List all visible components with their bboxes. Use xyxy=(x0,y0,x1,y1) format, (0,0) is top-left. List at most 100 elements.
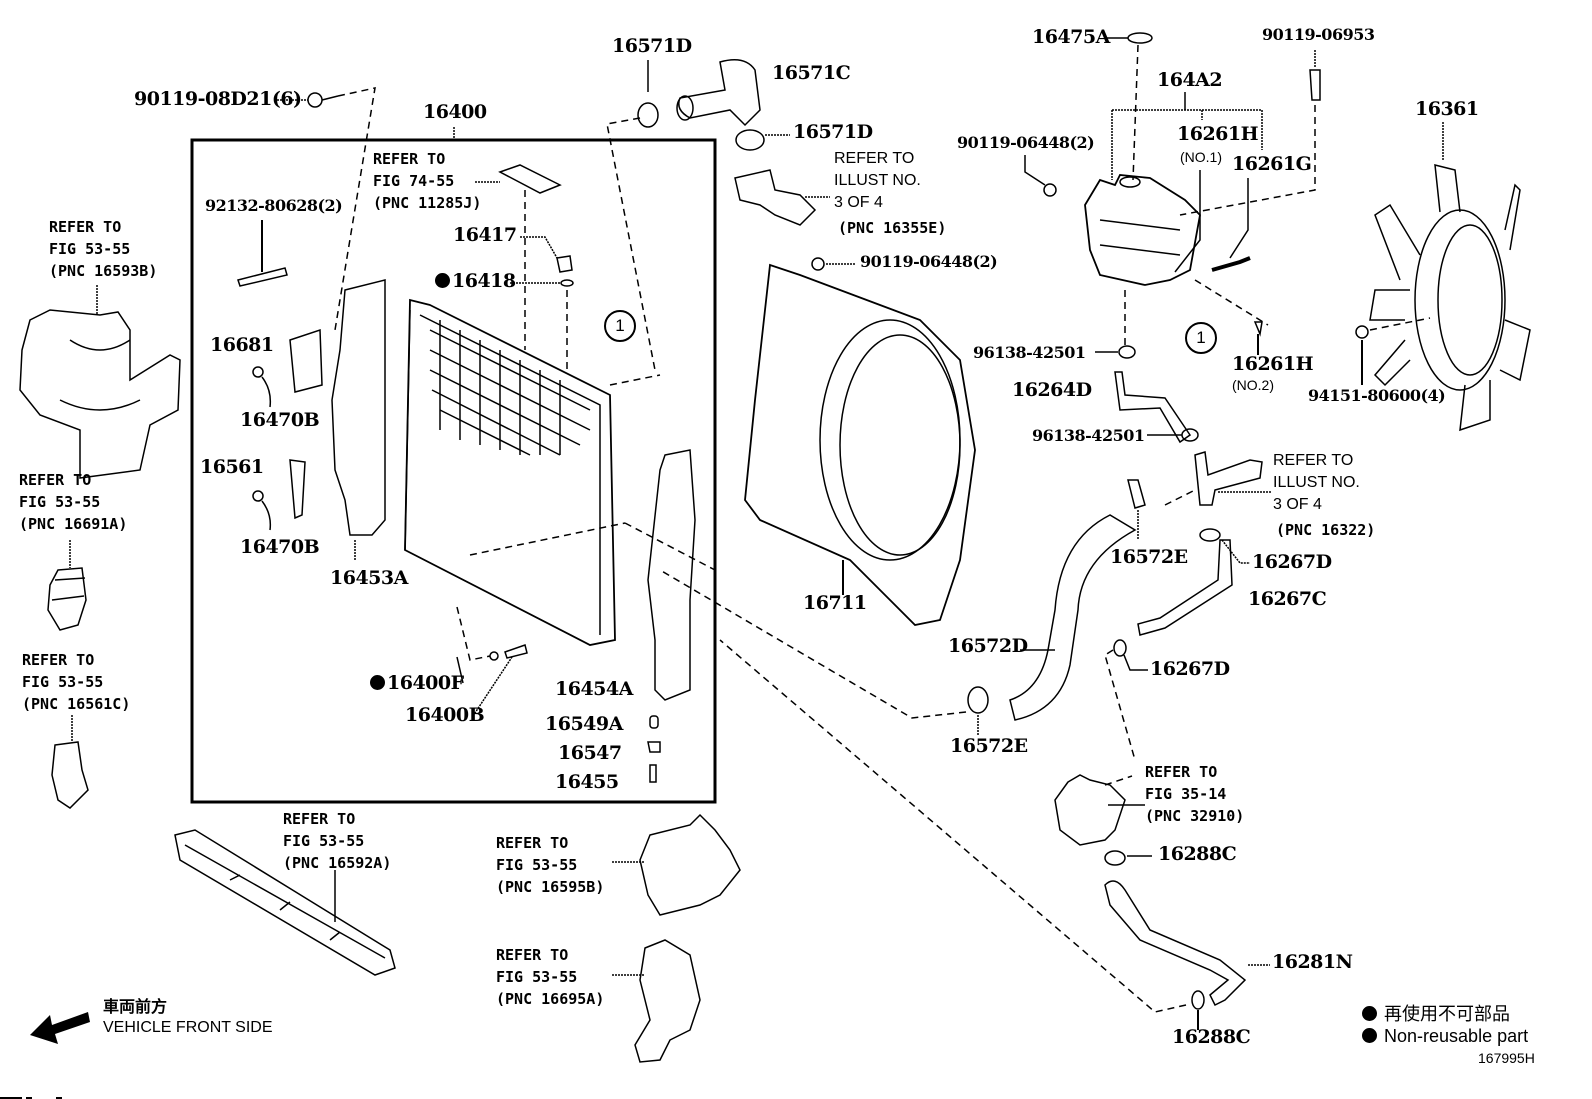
reference-callout-1-right: 1 xyxy=(1185,322,1217,354)
part-label-90119-06953[interactable]: 90119-06953 xyxy=(1262,25,1375,44)
part-label-16417[interactable]: 16417 xyxy=(453,224,517,246)
part-note-no2: (NO.2) xyxy=(1232,377,1274,393)
part-label-16455[interactable]: 16455 xyxy=(555,771,619,793)
vehicle-front-jp: 車両前方 xyxy=(103,999,168,1016)
part-label-16572e-upper[interactable]: 16572E xyxy=(1110,546,1188,568)
part-label-16547[interactable]: 16547 xyxy=(558,742,622,764)
reference-fig-53-55-16593b[interactable]: REFER TO FIG 53-55 (PNC 16593B) xyxy=(49,218,158,280)
reference-illust-3of4-16322[interactable]: REFER TO ILLUST NO. 3 OF 4 xyxy=(1273,452,1360,513)
clamp-16571d-b-shape xyxy=(735,129,790,151)
part-label-16711[interactable]: 16711 xyxy=(803,592,867,614)
part-label-16418-text: 16418 xyxy=(452,270,516,292)
part-label-16470b-upper[interactable]: 16470B xyxy=(240,409,320,431)
vehicle-front-en: VEHICLE FRONT SIDE xyxy=(103,1019,273,1036)
part-label-16288c-upper[interactable]: 16288C xyxy=(1158,843,1237,865)
part-label-16361[interactable]: 16361 xyxy=(1415,98,1479,120)
reference-fig-53-55-16595b[interactable]: REFER TO FIG 53-55 (PNC 16595B) xyxy=(496,834,605,896)
side-member-16453a-shape xyxy=(331,279,386,560)
plug-16400f-shape xyxy=(489,651,499,661)
illustration-number: 167995H xyxy=(1478,1050,1535,1066)
reference-fig-74-55[interactable]: REFER TO FIG 74-55 (PNC 11285J) xyxy=(373,150,482,212)
part-label-16549a[interactable]: 16549A xyxy=(545,713,623,735)
part-label-16267d-upper[interactable]: 16267D xyxy=(1252,551,1332,573)
part-label-92132-80628[interactable]: 92132-80628(2) xyxy=(205,196,343,215)
clamp-16288c-b-shape xyxy=(1191,990,1205,1030)
part-label-16264d[interactable]: 16264D xyxy=(1012,379,1092,401)
part-label-16454a[interactable]: 16454A xyxy=(555,678,633,700)
clip-16261h-no2-shape xyxy=(1253,321,1263,355)
cap-16475a-shape xyxy=(1105,32,1153,181)
part-label-96138-42501-upper[interactable]: 96138-42501 xyxy=(973,343,1086,362)
part-label-90119-06448-reservoir[interactable]: 90119-06448(2) xyxy=(957,133,1095,152)
part-label-16400[interactable]: 16400 xyxy=(423,101,487,123)
part-label-164a2[interactable]: 164A2 xyxy=(1157,69,1223,91)
reference-fig-53-55-16561c[interactable]: REFER TO FIG 53-55 (PNC 16561C) xyxy=(22,651,131,713)
reference-pnc-16355e[interactable]: (PNC 16355E) xyxy=(838,219,947,237)
clamp-96138-b-shape xyxy=(1147,428,1199,442)
part-label-16572e-lower[interactable]: 16572E xyxy=(950,735,1028,757)
legend-non-reusable-en: Non-reusable part xyxy=(1362,1026,1528,1047)
oring-16418-shape xyxy=(560,279,574,287)
non-reusable-dot-icon xyxy=(435,273,450,288)
legend-non-reusable-jp: 再使用不可部品 xyxy=(1362,1000,1510,1026)
reference-fig-53-55-16691a[interactable]: REFER TO FIG 53-55 (PNC 16691A) xyxy=(19,471,128,533)
part-label-16267d-lower[interactable]: 16267D xyxy=(1150,658,1230,680)
part-label-16681[interactable]: 16681 xyxy=(210,334,274,356)
part-label-16400f[interactable]: 16400F xyxy=(370,674,464,693)
bolt-16455-shape xyxy=(649,764,657,783)
clamp-16267d-b-shape xyxy=(1113,639,1148,671)
clamp-16571d-a-shape xyxy=(637,60,659,128)
shroud-16595b-shape xyxy=(612,813,741,916)
part-label-16572d[interactable]: 16572D xyxy=(948,635,1028,657)
part-label-90119-06448-shroud[interactable]: 90119-06448(2) xyxy=(860,252,998,271)
part-label-16571d-upper[interactable]: 16571D xyxy=(612,35,692,57)
part-label-96138-42501-lower[interactable]: 96138-42501 xyxy=(1032,426,1145,445)
bolt-90119-08d21-shape xyxy=(277,87,376,331)
reference-fig-53-55-16592a[interactable]: REFER TO FIG 53-55 (PNC 16592A) xyxy=(283,810,392,872)
bracket-16691a-shape xyxy=(47,540,87,631)
shroud-16593b-shape xyxy=(19,285,181,479)
reference-fig-35-14[interactable]: REFER TO FIG 35-14 (PNC 32910) xyxy=(1145,763,1245,825)
clamp-16267d-a-shape xyxy=(1199,528,1250,564)
part-label-16571d-lower[interactable]: 16571D xyxy=(793,121,873,143)
bracket-16561-shape xyxy=(289,459,306,520)
part-label-16418[interactable]: 16418 xyxy=(435,272,516,291)
part-label-16261g[interactable]: 16261G xyxy=(1232,153,1312,175)
clamp-16572e-b-shape xyxy=(967,686,989,735)
part-label-16470b-lower[interactable]: 16470B xyxy=(240,536,320,558)
water-inlet-16322-shape xyxy=(1194,451,1263,506)
part-label-94151-80600[interactable]: 94151-80600(4) xyxy=(1308,386,1446,405)
hose-16281n-shape xyxy=(1104,880,1247,1007)
part-label-16561[interactable]: 16561 xyxy=(200,456,264,478)
bracket-16681-shape xyxy=(289,328,323,393)
hose-16264d-shape xyxy=(1114,371,1192,444)
reference-callout-1-left: 1 xyxy=(604,310,636,342)
plug-16417-shape xyxy=(556,255,573,273)
cushion-16549a-shape xyxy=(649,715,659,729)
bracket-16561c-shape xyxy=(51,715,89,809)
part-label-16267c[interactable]: 16267C xyxy=(1248,588,1327,610)
legend-jp-text: 再使用不可部品 xyxy=(1384,1004,1511,1024)
fan-16361-shape xyxy=(1369,122,1531,432)
non-reusable-dot-icon xyxy=(370,675,385,690)
part-label-16571c[interactable]: 16571C xyxy=(772,62,851,84)
part-label-16475a[interactable]: 16475A xyxy=(1032,26,1110,48)
bolt-90119-06448-b-shape xyxy=(1024,155,1057,197)
reference-fig-53-55-16695a[interactable]: REFER TO FIG 53-55 (PNC 16695A) xyxy=(496,946,605,1008)
clip-16470b-a-shape xyxy=(252,366,264,378)
part-label-16261h-no2[interactable]: 16261H xyxy=(1232,353,1314,375)
reference-illust-3of4-16355e[interactable]: REFER TO ILLUST NO. 3 OF 4 xyxy=(834,150,921,211)
reference-pnc-16322[interactable]: (PNC 16322) xyxy=(1276,521,1376,539)
water-outlet-16355e-shape xyxy=(734,169,817,226)
part-label-16288c-lower[interactable]: 16288C xyxy=(1172,1026,1251,1048)
part-label-90119-08d21[interactable]: 90119-08D21(6) xyxy=(134,88,302,110)
part-label-16281n[interactable]: 16281N xyxy=(1272,951,1353,973)
part-label-16400b[interactable]: 16400B xyxy=(405,704,485,726)
part-label-16261h-no1[interactable]: 16261H xyxy=(1177,123,1259,145)
label-plate-shape xyxy=(498,164,562,194)
oil-cooler-32910-shape xyxy=(1054,774,1126,846)
clamp-16288c-a-shape xyxy=(1104,850,1152,866)
part-label-16453a[interactable]: 16453A xyxy=(330,567,408,589)
non-reusable-dot-icon xyxy=(1362,1028,1377,1043)
